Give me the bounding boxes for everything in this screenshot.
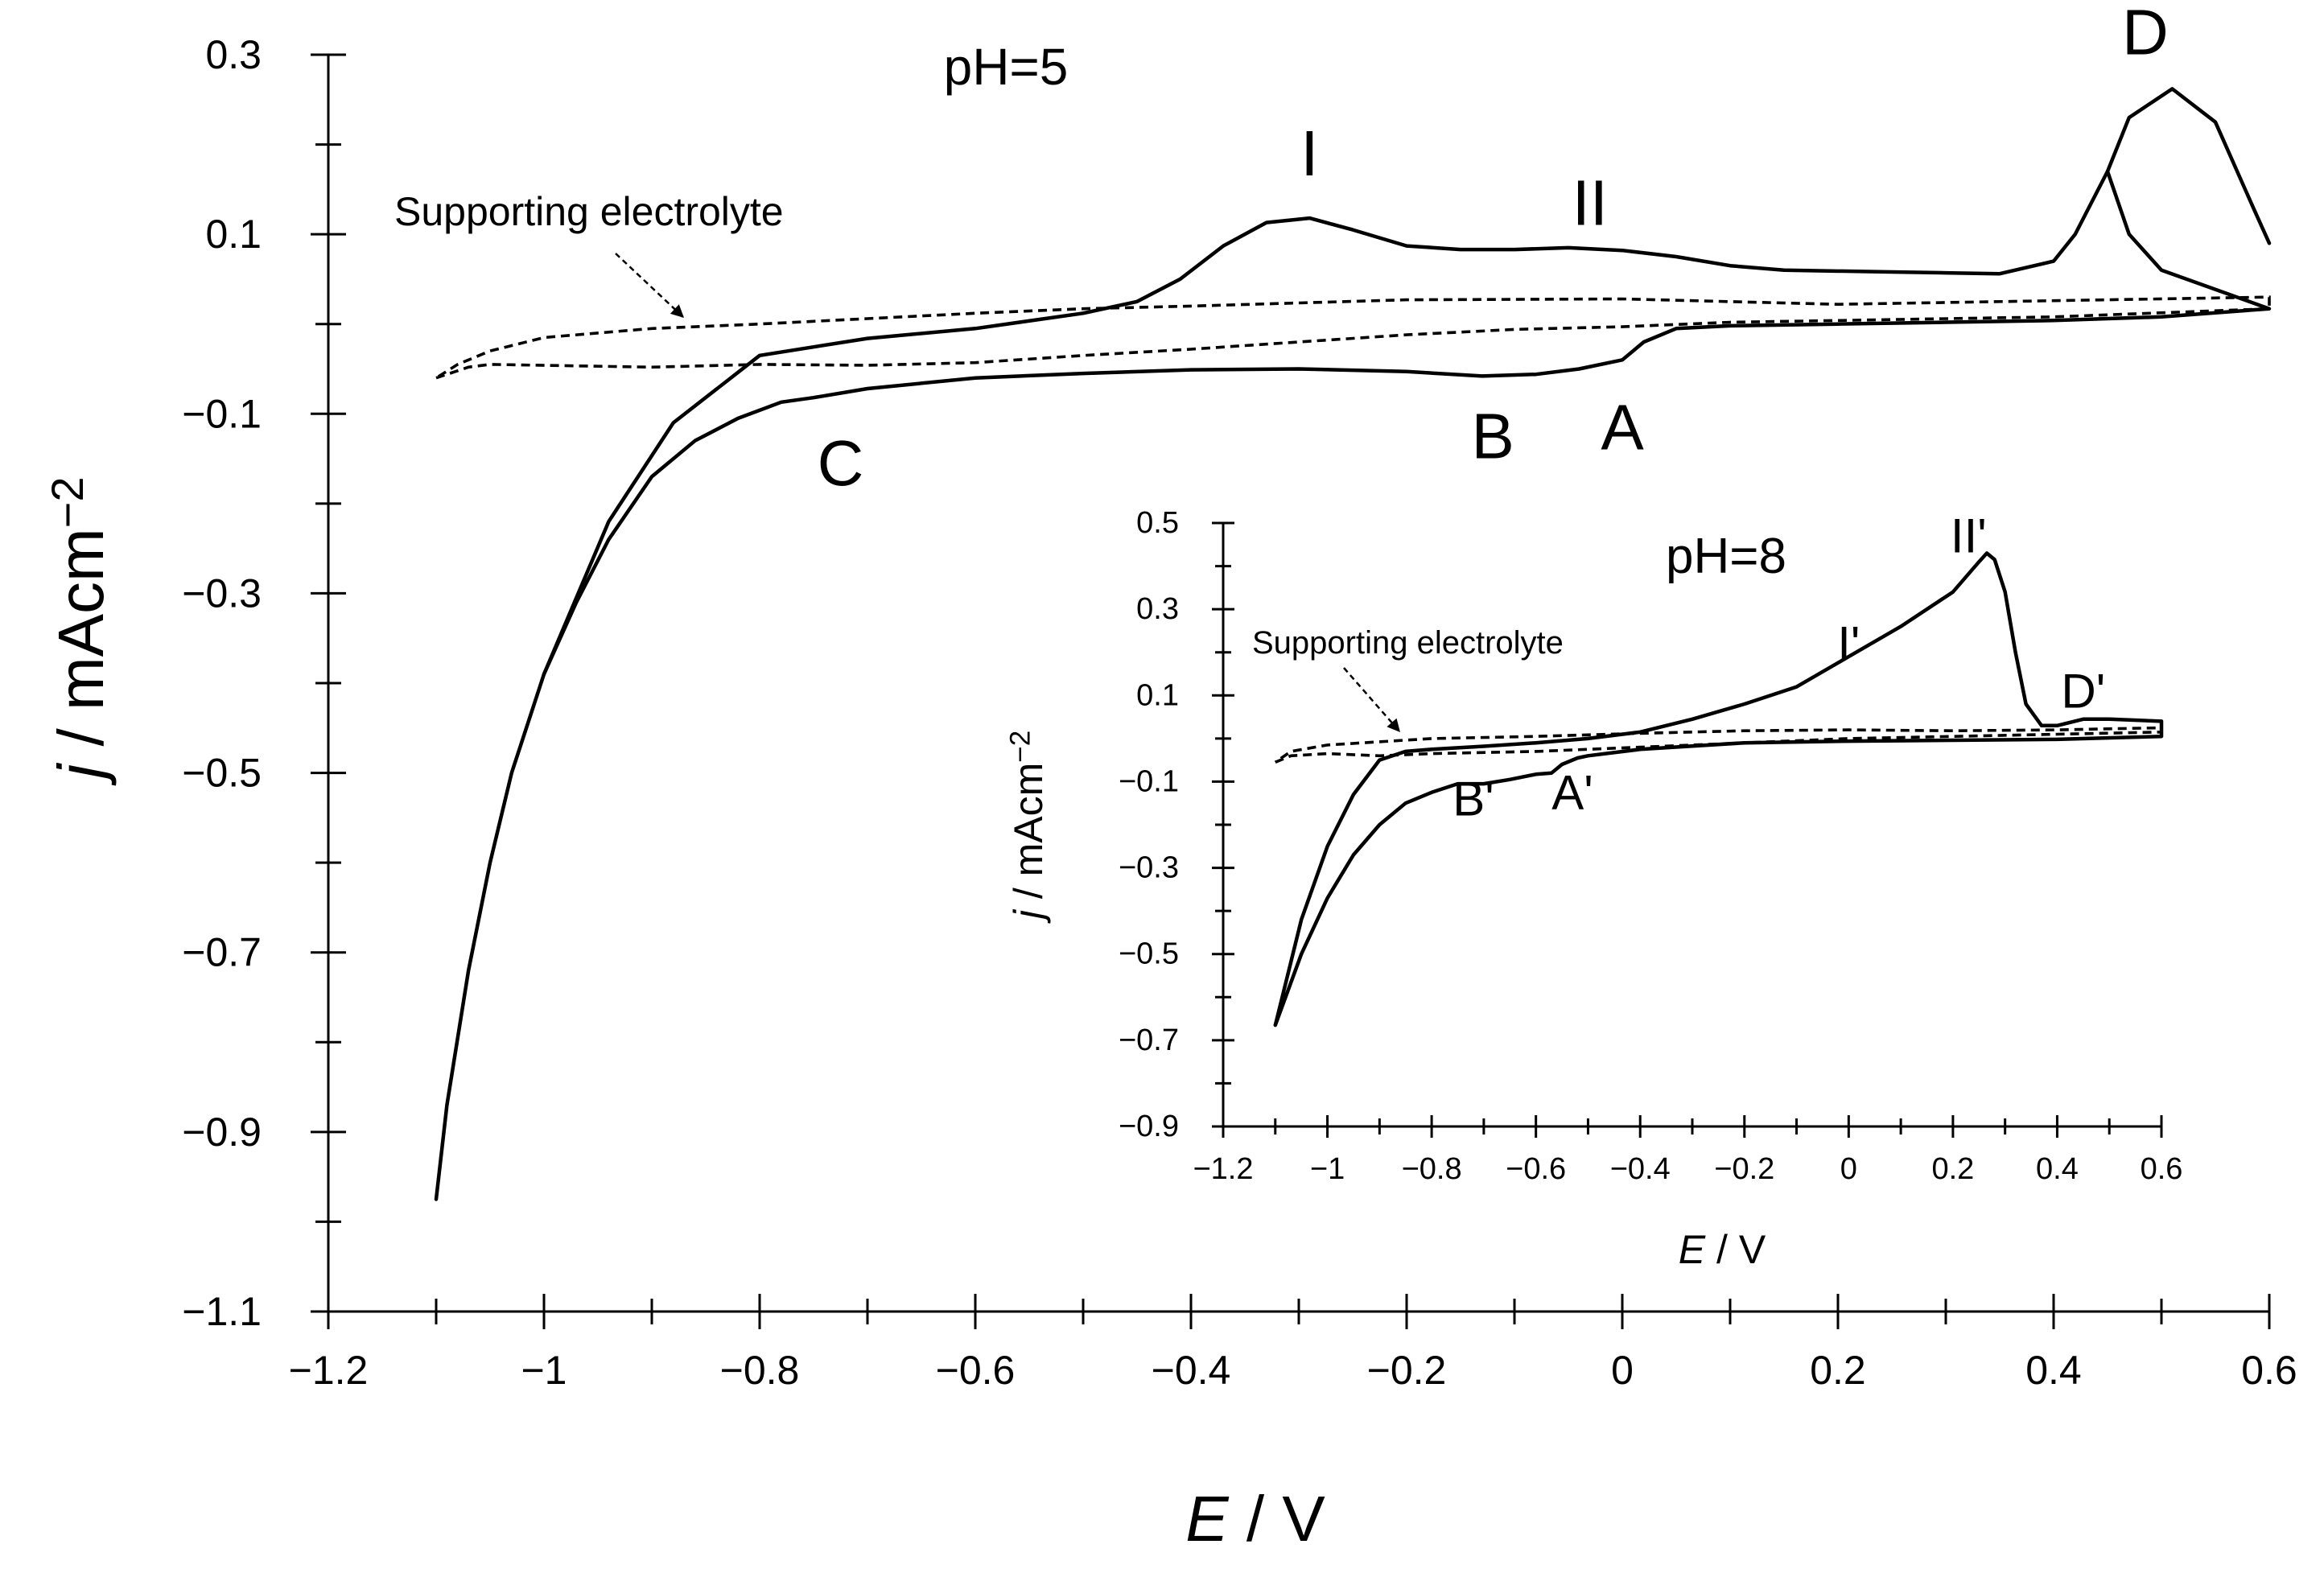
- y-tick-label: 0.3: [205, 32, 262, 77]
- peak-label: D': [2061, 664, 2105, 718]
- panel-ph-label: pH=5: [944, 38, 1069, 96]
- x-tick-label: −0.6: [1506, 1152, 1566, 1186]
- x-tick-label: −0.2: [1367, 1348, 1447, 1393]
- y-axis-title: j / mAcm−2: [1004, 731, 1051, 924]
- x-tick-label: −1: [521, 1348, 567, 1393]
- x-tick-label: −1: [1310, 1152, 1345, 1186]
- x-tick-label: −0.4: [1610, 1152, 1671, 1186]
- main-plot-ph5: 0.3 0.1 −0.1 −0.3 −0.5 −0.7 −0.9 −1.1 −1.2 −1 −0.8…: [42, 0, 2297, 1555]
- peak-label: B': [1452, 772, 1494, 826]
- y-tick-label: −0.9: [182, 1110, 262, 1155]
- y-tick-label: −0.5: [1119, 937, 1179, 971]
- peak-label: C: [818, 427, 864, 499]
- x-axis-title-symbol: E: [1185, 1483, 1230, 1555]
- supporting-electrolyte-label: Supporting electrolyte: [1252, 625, 1564, 661]
- y-tick-label: 0.1: [205, 212, 262, 257]
- peak-label: A: [1601, 392, 1644, 463]
- x-axis-title-unit: / V: [1705, 1227, 1766, 1272]
- y-tick-label: −1.1: [182, 1289, 262, 1334]
- peak-label: A': [1551, 765, 1593, 819]
- x-tick-label: −0.8: [1402, 1152, 1462, 1186]
- x-tick-label: 0.2: [1931, 1152, 1974, 1186]
- y-axis-title-exponent: −2: [42, 477, 93, 529]
- x-tick-label: −0.6: [936, 1348, 1016, 1393]
- voltammogram-curve-0: [434, 87, 2272, 1201]
- y-axis-title-unit: / mAcm: [1006, 763, 1051, 910]
- peak-label: II': [1951, 509, 1987, 563]
- legend-pointer-arrowhead: [670, 304, 684, 318]
- y-tick-label: −0.3: [1119, 851, 1179, 885]
- x-tick-label: 0: [1840, 1152, 1857, 1186]
- y-tick-label: −0.3: [182, 570, 262, 616]
- peak-label: D: [2122, 0, 2169, 68]
- x-tick-label: 0.6: [2141, 1152, 2183, 1186]
- x-axis-title-symbol: E: [1679, 1227, 1706, 1272]
- y-tick-label: 0.3: [1136, 592, 1179, 626]
- x-tick-label: 0.6: [2241, 1348, 2297, 1393]
- y-axis-title-unit: / mAcm: [45, 528, 117, 764]
- x-tick-label: −0.8: [720, 1348, 800, 1393]
- y-tick-label: −0.7: [182, 930, 262, 975]
- x-tick-label: 0.4: [2036, 1152, 2079, 1186]
- x-tick-label: 0.4: [2025, 1348, 2082, 1393]
- supporting-electrolyte-curve: [435, 295, 2271, 380]
- supporting-electrolyte-curve: [1274, 726, 2163, 764]
- x-tick-label: −0.2: [1714, 1152, 1774, 1186]
- voltammogram-curve-1: [542, 169, 2110, 677]
- x-tick-label: 0: [1611, 1348, 1634, 1393]
- x-tick-label: −0.4: [1152, 1348, 1231, 1393]
- y-tick-label: −0.5: [182, 751, 262, 796]
- y-tick-label: −0.1: [1119, 764, 1179, 798]
- y-tick-label: 0.5: [1136, 506, 1179, 540]
- y-axis-title: j / mAcm−2: [42, 477, 117, 786]
- peak-label: I: [1300, 117, 1318, 189]
- peak-label: I': [1837, 617, 1860, 671]
- peak-label: B: [1472, 401, 1514, 472]
- legend-pointer-line: [615, 253, 685, 319]
- legend-pointer-line: [1343, 667, 1401, 733]
- x-tick-label: −1.2: [1193, 1152, 1253, 1186]
- y-axis-title-exponent: −2: [1004, 731, 1036, 763]
- y-tick-label: −0.1: [182, 391, 262, 436]
- panel-ph-label: pH=8: [1666, 529, 1786, 584]
- inset-plot-ph8: 0.5 0.3 0.1 −0.1 −0.3 −0.5 −0.7 −0.9 −1.2 −1 −0.8 −…: [1004, 506, 2182, 1272]
- x-axis-title-unit: / V: [1229, 1483, 1326, 1555]
- x-axis-title: E / V: [1679, 1227, 1766, 1272]
- supporting-electrolyte-label: Supporting electrolyte: [394, 189, 784, 234]
- voltammogram-curve-0: [1273, 551, 2164, 1027]
- y-tick-label: −0.9: [1119, 1110, 1179, 1143]
- y-tick-label: −0.7: [1119, 1023, 1179, 1057]
- x-axis-title: E / V: [1185, 1483, 1325, 1555]
- y-tick-label: 0.1: [1136, 678, 1179, 712]
- x-tick-label: 0.2: [1810, 1348, 1866, 1393]
- peak-label: II: [1572, 167, 1608, 239]
- x-tick-label: −1.2: [289, 1348, 369, 1393]
- legend-pointer-arrowhead: [1387, 718, 1400, 732]
